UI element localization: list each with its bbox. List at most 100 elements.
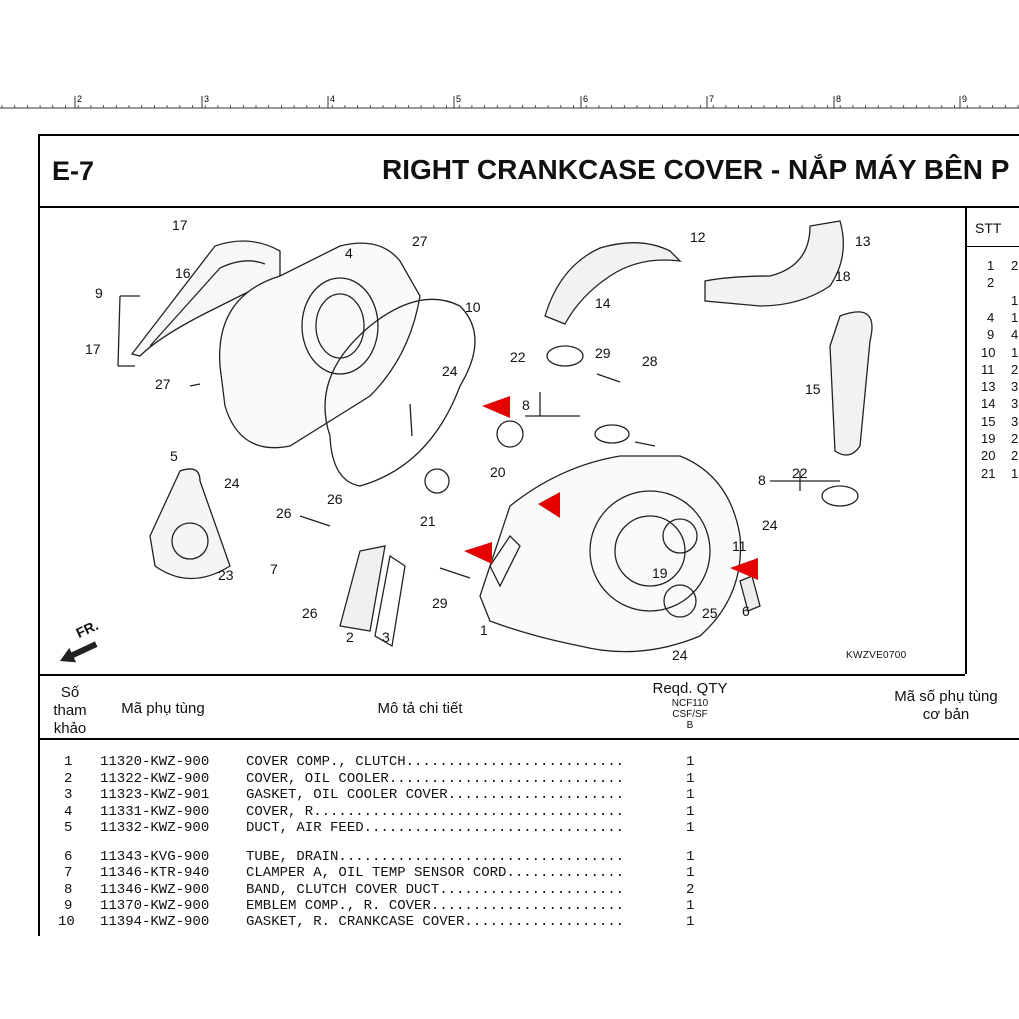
stt-number: 1 (987, 258, 995, 273)
stt-number: 21 (981, 465, 996, 481)
stt-number: 20 (981, 448, 996, 464)
description-cell: GASKET, R. CRANKCASE COVER..............… (246, 914, 625, 930)
description-cell: GASKET, OIL COOLER COVER................… (246, 787, 625, 803)
description-cell: COVER COMP., CLUTCH.....................… (246, 754, 625, 770)
callout-number: 10 (465, 299, 481, 315)
callout-number: 14 (595, 295, 611, 311)
ref-cell: 10 (58, 914, 75, 930)
stt-number: 19 (981, 431, 996, 446)
stt-value: 3 (1011, 396, 1019, 412)
stt-number: 11 (981, 361, 995, 377)
part-number-cell: 11332-KWZ-900 (100, 820, 210, 836)
callout-number: 24 (762, 517, 778, 533)
qty-cell: 1 (686, 771, 695, 787)
description-cell: CLAMPER A, OIL TEMP SENSOR CORD.........… (246, 865, 625, 881)
stt-value: 3 (1011, 379, 1019, 395)
qty-cell: 2 (686, 882, 695, 898)
stt-header: STT (975, 220, 1002, 236)
clutch-cover-part (479, 455, 742, 653)
callout-number: 22 (510, 349, 526, 365)
part-number-cell: 11320-KWZ-900 (100, 754, 210, 770)
stt-number: 4 (987, 309, 995, 325)
warning-triangle-2 (538, 492, 560, 518)
stt-value: 2 (1011, 258, 1019, 273)
table-row: 2 11322-KWZ-900 COVER, OIL COOLER.........… (40, 771, 740, 787)
warning-triangle-1 (482, 396, 510, 418)
callout-number: 17 (85, 341, 101, 357)
warning-triangle-4 (730, 558, 758, 580)
callout-number: 9 (95, 285, 103, 301)
callout-number: 27 (412, 233, 428, 249)
callout-number: 15 (805, 381, 821, 397)
ruler-number: 5 (456, 94, 461, 104)
front-arrow-icon (60, 641, 98, 663)
emblem-part (130, 240, 281, 357)
parts-sheet: E-7 RIGHT CRANKCASE COVER - NẮP MÁY BÊN … (38, 134, 1019, 936)
duct-14-part (544, 242, 682, 325)
qty-cell: 1 (686, 865, 695, 881)
diagram-reference: KWZVE0700 (846, 650, 907, 661)
part-number-cell: 11322-KWZ-900 (100, 771, 210, 787)
callout-number: 8 (758, 472, 766, 488)
ref-cell: 9 (64, 898, 73, 914)
seal-20 (496, 420, 524, 448)
part-number-cell: 11346-KTR-940 (100, 865, 210, 881)
callout-number: 4 (345, 245, 353, 261)
ruler-number: 4 (330, 94, 335, 104)
qty-cell: 1 (686, 914, 695, 930)
callout-number: 28 (642, 353, 658, 369)
stt-number: 14 (981, 396, 996, 412)
qty-cell: 1 (686, 820, 695, 836)
description-cell: EMBLEM COMP., R. COVER..................… (246, 898, 625, 914)
callout-number: 21 (420, 513, 436, 529)
stt-number: 15 (981, 413, 996, 429)
callout-number: 24 (442, 363, 458, 379)
callout-number: 8 (522, 397, 530, 413)
part-number-cell: 11343-KVG-900 (100, 849, 210, 865)
fr-label: FR. (73, 617, 100, 641)
title-bar: E-7 RIGHT CRANKCASE COVER - NẮP MÁY BÊN … (40, 136, 1019, 208)
callout-number: 16 (175, 265, 191, 281)
stt-value: 1 (1011, 309, 1019, 325)
ruler-number: 2 (77, 94, 82, 104)
header-qty: Reqd. QTY (652, 680, 728, 697)
description-cell: COVER, OIL COOLER.......................… (246, 771, 625, 787)
callout-number: 13 (855, 233, 871, 249)
stt-value: 2 (1011, 431, 1019, 446)
part-number-cell: 11323-KWZ-901 (100, 787, 210, 803)
ruler-number: 7 (709, 94, 714, 104)
ref-cell: 1 (64, 754, 73, 770)
callout-number: 20 (490, 464, 506, 480)
stt-value: 2 (1011, 448, 1019, 464)
seal-21 (424, 468, 450, 494)
air-duct-part (149, 468, 231, 580)
ref-cell: 4 (64, 804, 73, 820)
part-number-cell: 11394-KWZ-900 (100, 914, 210, 930)
warning-triangle-3 (464, 542, 492, 564)
duct-13-part (704, 220, 844, 307)
callout-number: 26 (302, 605, 318, 621)
header-part-no: Mã phụ tùng (121, 700, 205, 717)
ref-cell: 2 (64, 771, 73, 787)
stt-number: 2 (987, 275, 995, 291)
callout-number: 18 (835, 268, 851, 284)
part-number-cell: 11331-KWZ-900 (100, 804, 210, 820)
stt-value: 1 (1011, 344, 1019, 360)
ref-cell: 5 (64, 820, 73, 836)
callout-number: 29 (432, 595, 448, 611)
header-ref: Số tham khảo (53, 684, 87, 737)
callout-number: 3 (382, 629, 390, 645)
part-number-cell: 11346-KWZ-900 (100, 882, 210, 898)
qty-cell: 1 (686, 804, 695, 820)
qty-cell: 1 (686, 849, 695, 865)
stt-value: 1 (1011, 292, 1019, 308)
table-row: 5 11332-KWZ-900 DUCT, AIR FEED............… (40, 820, 740, 836)
duct-15-part (829, 311, 873, 456)
description-cell: DUCT, AIR FEED..........................… (246, 820, 625, 836)
description-cell: BAND, CLUTCH COVER DUCT.................… (246, 882, 625, 898)
